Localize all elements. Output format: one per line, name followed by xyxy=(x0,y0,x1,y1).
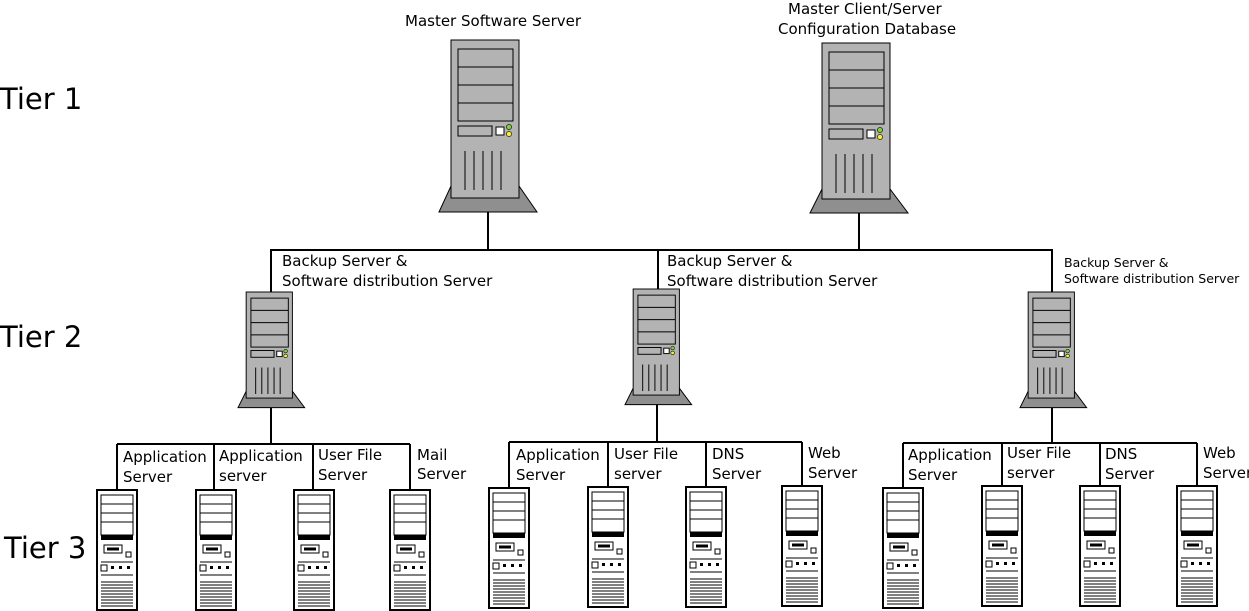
server-label: Server xyxy=(808,464,858,482)
server-label: Server xyxy=(1105,465,1155,483)
tower-server xyxy=(809,42,909,214)
workstation-server xyxy=(781,485,823,607)
server-label: DNS xyxy=(1105,445,1137,463)
server-label: Server xyxy=(1203,464,1249,482)
server-label: Configuration Database xyxy=(778,20,956,38)
tier-2-label: Tier 2 xyxy=(0,320,82,354)
tower-server xyxy=(624,288,693,406)
server-label: Mail xyxy=(417,446,447,464)
server-label: Web xyxy=(808,444,841,462)
server-label: Application xyxy=(219,447,303,465)
server-label: Software distribution Server xyxy=(667,272,878,290)
workstation-server xyxy=(293,489,335,611)
workstation-server xyxy=(685,486,727,608)
server-label: Server xyxy=(123,468,173,486)
server-label: Backup Server & xyxy=(1064,255,1169,270)
server-label: Master Client/Server xyxy=(788,0,942,18)
server-label: Application xyxy=(908,446,992,464)
workstation-server xyxy=(96,489,138,611)
server-label: User File xyxy=(1007,444,1071,462)
server-label: Server xyxy=(417,465,467,483)
server-label: Server xyxy=(318,466,368,484)
server-label: Backup Server & xyxy=(667,252,793,270)
server-label: server xyxy=(614,465,662,483)
server-label: Backup Server & xyxy=(282,252,408,270)
server-label: DNS xyxy=(712,445,744,463)
server-label: server xyxy=(219,467,267,485)
tower-server xyxy=(237,291,306,409)
workstation-server xyxy=(1079,485,1121,607)
server-label: Server xyxy=(516,466,566,484)
connection-lines xyxy=(116,211,1198,490)
workstation-server xyxy=(1176,485,1218,607)
server-label: Software distribution Server xyxy=(1064,271,1240,286)
server-label: Web xyxy=(1203,444,1236,462)
server-label: server xyxy=(1007,464,1055,482)
server-label: Software distribution Server xyxy=(282,272,493,290)
server-label: Server xyxy=(712,465,762,483)
server-label: User File xyxy=(614,445,678,463)
server-label: User File xyxy=(318,446,382,464)
server-label: Master Software Server xyxy=(405,12,582,30)
workstation-server xyxy=(882,487,924,609)
server-label: Application xyxy=(516,446,600,464)
workstation-server xyxy=(488,487,530,609)
tower-server xyxy=(438,39,538,213)
workstation-server xyxy=(195,489,237,611)
workstation-server xyxy=(389,489,431,611)
tower-server xyxy=(1019,291,1088,409)
tier-3-label: Tier 3 xyxy=(3,531,86,565)
server-label: Server xyxy=(908,466,958,484)
workstation-server xyxy=(587,486,629,608)
workstation-server xyxy=(981,485,1023,607)
server-label: Application xyxy=(123,448,207,466)
tier-1-label: Tier 1 xyxy=(0,82,82,116)
